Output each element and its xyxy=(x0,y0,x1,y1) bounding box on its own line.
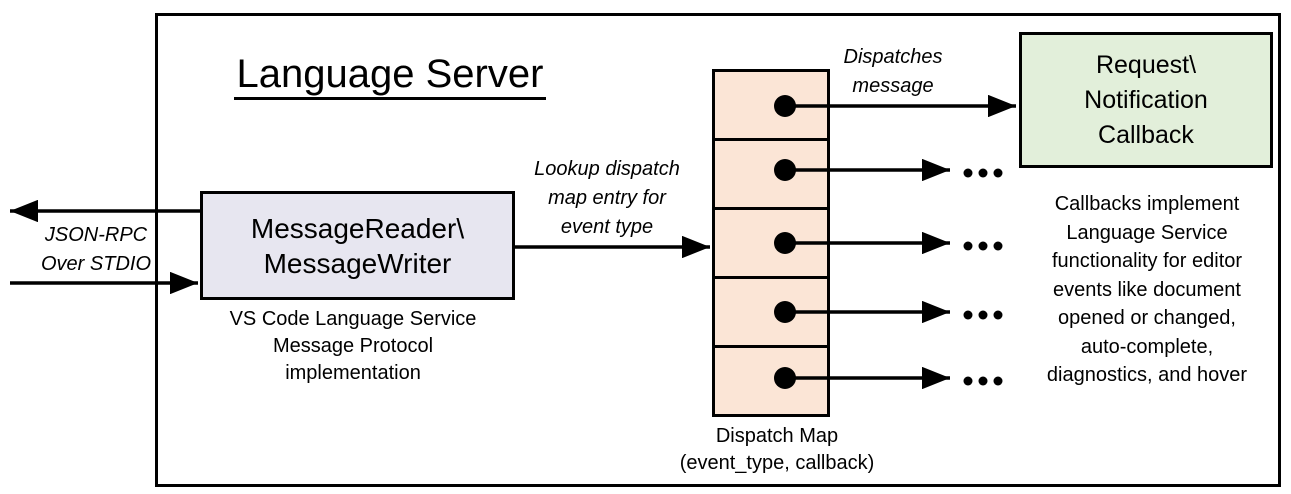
dispatch-map-cell xyxy=(715,138,827,207)
dispatch-map-cell xyxy=(715,72,827,138)
dispatch-map-box xyxy=(712,69,830,417)
dispatch-map-cell xyxy=(715,345,827,414)
message-reader-writer-box: MessageReader\ MessageWriter xyxy=(200,191,515,300)
language-server-outer-box xyxy=(155,13,1281,487)
reader-box-caption: VS Code Language Service Message Protoco… xyxy=(229,308,477,384)
dispatch-map-cell xyxy=(715,276,827,345)
diagram-title: Language Server xyxy=(233,52,547,100)
lookup-dispatch-label: Lookup dispatch map entry for event type xyxy=(534,158,680,238)
diagram-title-wrap: Language Server xyxy=(155,52,625,100)
request-notification-callback-box: Request\ Notification Callback xyxy=(1019,32,1273,168)
callbacks-note: Callbacks implement Language Service fun… xyxy=(1046,193,1248,386)
dispatches-message-label: Dispatches message xyxy=(843,46,943,97)
dispatch-map-cell xyxy=(715,207,827,276)
dispatch-map-caption: Dispatch Map (event_type, callback) xyxy=(679,425,875,474)
json-rpc-stdio-label: JSON-RPC Over STDIO xyxy=(40,224,151,275)
